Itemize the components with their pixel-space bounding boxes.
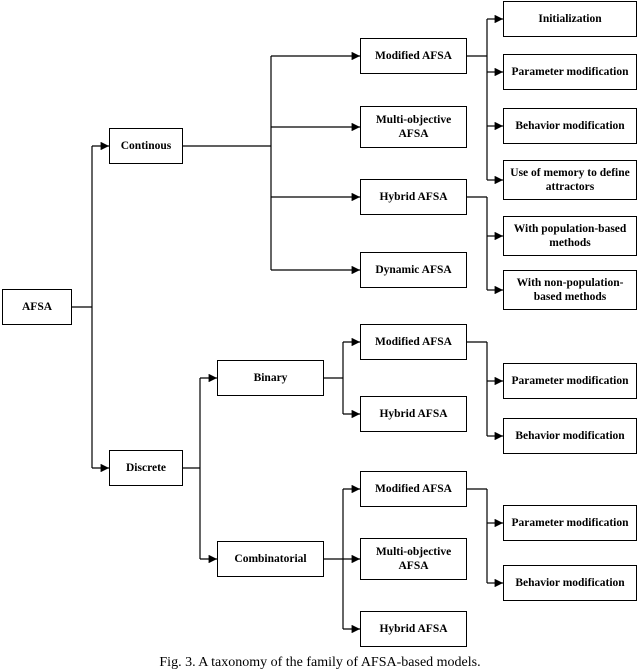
node-initialization: Initialization xyxy=(503,1,637,37)
node-binary-modified-afsa: Modified AFSA xyxy=(360,324,467,360)
node-combinatorial: Combinatorial xyxy=(217,541,324,577)
figure-caption: Fig. 3. A taxonomy of the family of AFSA… xyxy=(159,655,481,670)
node-continuous-parameter-modification: Parameter modification xyxy=(503,54,637,90)
node-combinatorial-modified-afsa: Modified AFSA xyxy=(360,471,467,507)
node-combinatorial-behavior-modification: Behavior modification xyxy=(503,565,637,601)
node-continuous-behavior-modification: Behavior modification xyxy=(503,108,637,144)
node-binary-hybrid-afsa: Hybrid AFSA xyxy=(360,396,467,432)
node-binary-parameter-modification: Parameter modification xyxy=(503,363,637,399)
node-non-population-based: With non-population-based methods xyxy=(503,270,637,310)
node-memory-attractors: Use of memory to define attractors xyxy=(503,160,637,200)
node-population-based: With population-based methods xyxy=(503,216,637,256)
node-binary: Binary xyxy=(217,360,324,396)
node-combinatorial-parameter-modification: Parameter modification xyxy=(503,505,637,541)
node-continuous-hybrid-afsa: Hybrid AFSA xyxy=(360,179,467,215)
node-binary-behavior-modification: Behavior modification xyxy=(503,418,637,454)
node-combinatorial-hybrid-afsa: Hybrid AFSA xyxy=(360,611,467,647)
node-discrete: Discrete xyxy=(109,450,183,486)
node-continuous-dynamic-afsa: Dynamic AFSA xyxy=(360,252,467,288)
node-continuous-modified-afsa: Modified AFSA xyxy=(360,38,467,74)
node-continuous-multi-objective-afsa: Multi-objective AFSA xyxy=(360,106,467,148)
node-combinatorial-multi-objective-afsa: Multi-objective AFSA xyxy=(360,538,467,580)
node-continuous: Continous xyxy=(109,128,183,164)
node-afsa-root: AFSA xyxy=(2,289,72,325)
